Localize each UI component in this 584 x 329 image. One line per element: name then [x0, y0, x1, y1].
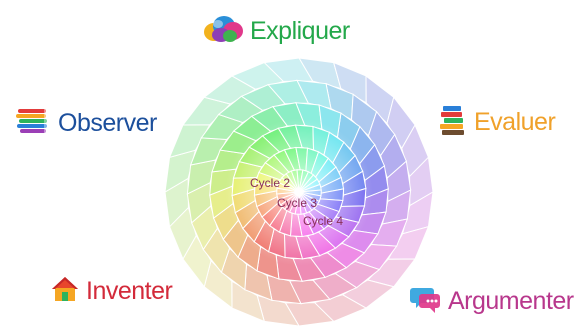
stacked-books-icon: [438, 104, 468, 141]
inventer-label-group: Inventer: [50, 274, 173, 309]
expliquer-label-group: Expliquer: [202, 14, 350, 49]
evaluer-label: Evaluer: [474, 108, 556, 136]
inventer-label: Inventer: [86, 277, 173, 305]
argumenter-label: Argumenter: [448, 287, 574, 315]
cycle-3-label: Cycle 3: [277, 196, 318, 210]
wheel-segment: [296, 79, 332, 110]
evaluer-label-group: Evaluer: [438, 104, 556, 141]
argumenter-label-group: Argumenter: [410, 284, 574, 319]
speech-bubbles-icon: [410, 284, 442, 319]
wheel-segment: [263, 57, 314, 82]
color-wheel: [158, 56, 440, 329]
cycle-2-label: Cycle 2: [250, 176, 291, 190]
wheel-center-glow: [225, 118, 373, 266]
observer-label-group: Observer: [14, 106, 157, 141]
stacked-books-icon: [14, 106, 52, 141]
colorful-clouds-icon: [202, 14, 244, 49]
house-icon: [50, 274, 80, 309]
observer-label: Observer: [58, 109, 157, 137]
color-wheel-graphic: [164, 57, 434, 327]
expliquer-label: Expliquer: [250, 17, 350, 45]
cycle-4-label: Cycle 4: [303, 214, 344, 228]
